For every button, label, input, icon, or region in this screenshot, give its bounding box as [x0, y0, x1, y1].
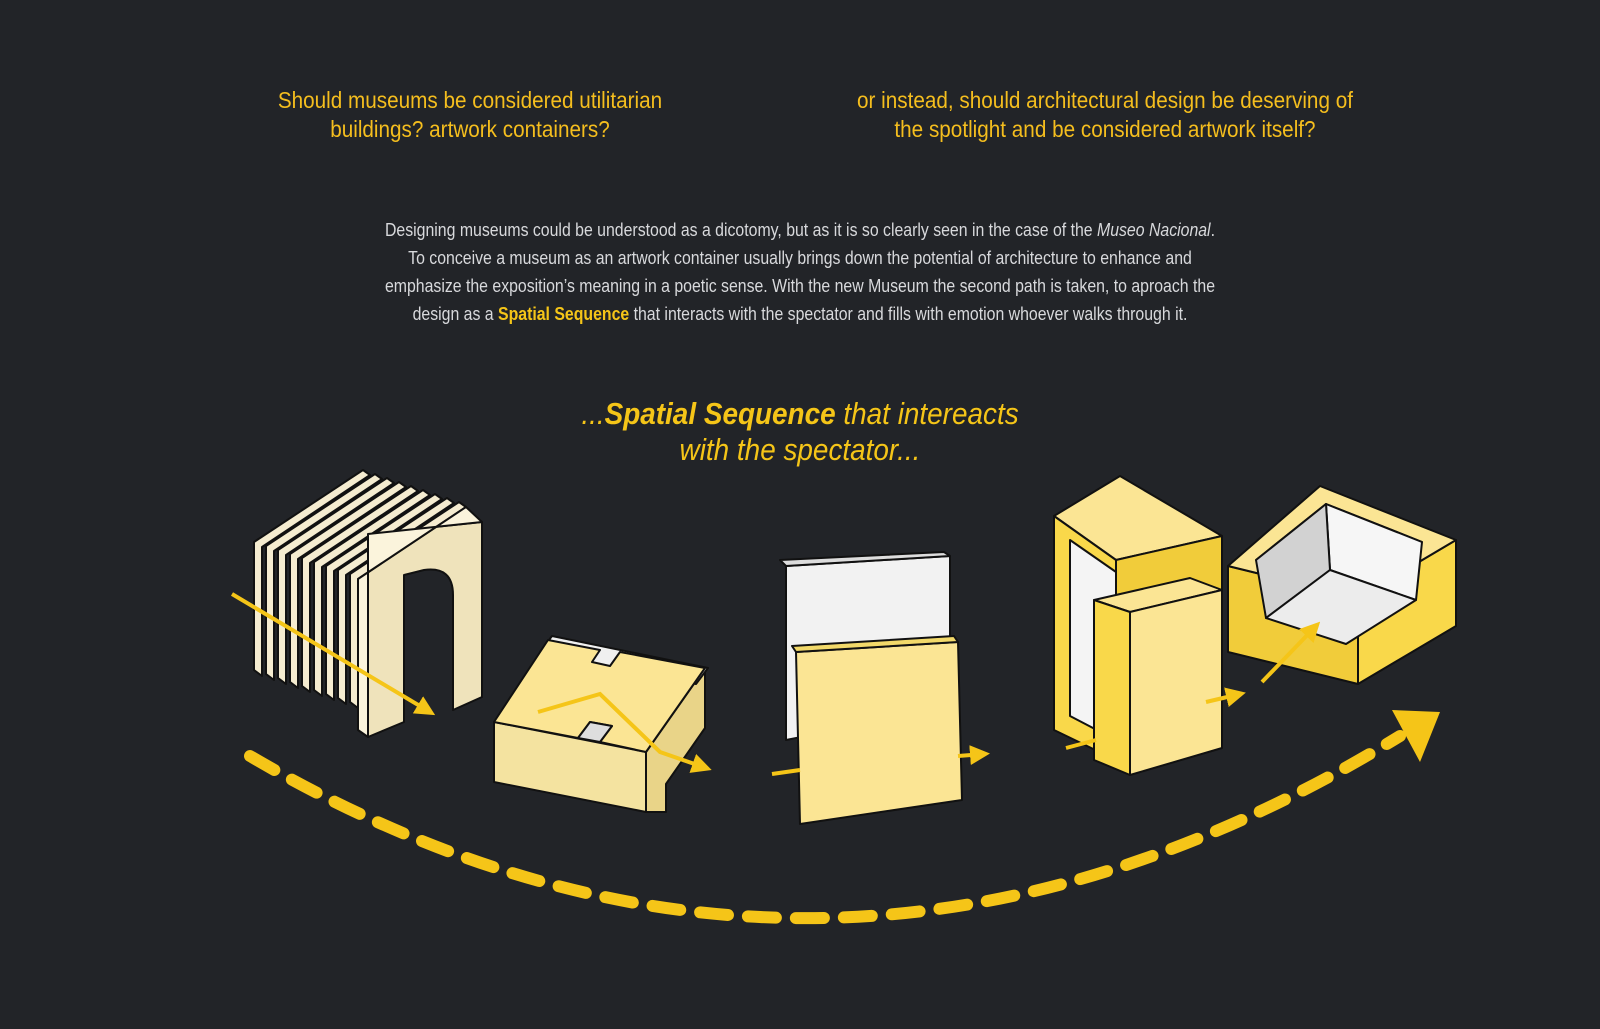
- question-right: or instead, should architectural design …: [795, 86, 1416, 144]
- paragraph-line4-end: that interacts with the spectator and fi…: [629, 304, 1188, 324]
- question-left: Should museums be considered utilitarian…: [232, 86, 709, 144]
- flow-arrow-1: [230, 592, 436, 716]
- heading-rest: that intereacts: [835, 396, 1019, 431]
- flow-arrow-4a: [1065, 738, 1097, 750]
- paragraph-line4-text: design as a: [412, 304, 499, 324]
- flow-arrow-3b: [957, 745, 990, 766]
- tall-tower-block: [1053, 475, 1223, 776]
- paragraph-line3: emphasize the exposition’s meaning in a …: [384, 276, 1216, 296]
- paragraph-line1-text: Designing museums could be understood as…: [384, 220, 1097, 240]
- heading-line1: ...Spatial Sequence that intereacts: [467, 396, 1133, 432]
- paragraph-line2: To conceive a museum as an artwork conta…: [408, 248, 1192, 268]
- flow-arrow-3a: [771, 768, 801, 776]
- striped-portal-block: [253, 469, 483, 738]
- diagram-heading: ...Spatial Sequence that intereacts with…: [467, 396, 1133, 468]
- paragraph-line1: Designing museums could be understood as…: [254, 216, 1345, 244]
- flow-arrow-5: [1260, 621, 1321, 684]
- hollow-box-block: [1227, 485, 1457, 685]
- paragraph-line4: design as a Spatial Sequence that intera…: [254, 300, 1345, 328]
- paragraph-line1-end: .: [1210, 220, 1216, 240]
- question-left-line2: buildings? artwork containers?: [330, 116, 610, 142]
- intro-paragraph: Designing museums could be understood as…: [254, 216, 1345, 328]
- question-right-line1: or instead, should architectural design …: [857, 87, 1353, 113]
- question-right-line2: the spotlight and be considered artwork …: [894, 116, 1316, 142]
- spatial-sequence-highlight: Spatial Sequence: [498, 304, 630, 324]
- heading-line2: with the spectator...: [679, 432, 921, 467]
- heading-spatial-sequence: Spatial Sequence: [604, 396, 836, 431]
- flow-arrow-4b: [1205, 687, 1246, 707]
- dashed-arrow-head-icon: [1392, 710, 1440, 762]
- parallel-slabs-block: [779, 551, 963, 825]
- question-left-line1: Should museums be considered utilitarian: [277, 87, 663, 113]
- heading-ellipsis: ...: [581, 396, 605, 431]
- flow-arrow-2: [537, 691, 712, 773]
- museo-nacional-text: Museo Nacional: [1097, 220, 1211, 240]
- sequence-dashed-arrow: [244, 730, 1406, 925]
- h-shaped-block: [493, 635, 709, 813]
